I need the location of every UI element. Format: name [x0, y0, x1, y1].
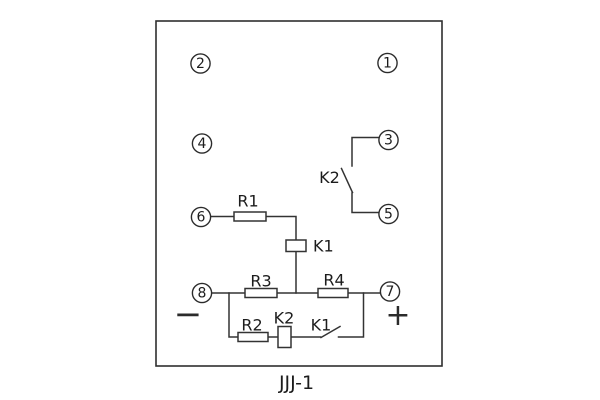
- wire-k1-contact-to-right-drop: [337, 292, 365, 338]
- label-r2: R2: [241, 316, 262, 335]
- k1-contact-blade: [319, 325, 342, 339]
- coil-k2: [277, 325, 292, 349]
- wire-k2-contact-to-terminal5: [351, 192, 380, 214]
- resistor-r4: [317, 287, 349, 299]
- terminal-5-circle: [378, 203, 399, 225]
- terminal-6: 6: [190, 206, 212, 228]
- terminal-5: 5: [378, 203, 399, 225]
- label-k2-coil: K2: [274, 309, 295, 328]
- terminal-1: 1: [377, 52, 398, 74]
- terminal-7: 7: [379, 281, 401, 302]
- terminal-4: 4: [191, 133, 213, 154]
- terminal-2-number: 2: [196, 56, 205, 72]
- wire-left-drop-to-r2: [228, 292, 239, 338]
- terminal-7-circle: [379, 281, 401, 302]
- label-r4: R4: [323, 271, 344, 290]
- terminal-3-number: 3: [384, 133, 393, 149]
- coil-k1: [285, 239, 307, 253]
- wire-r1-to-k1-coil: [265, 215, 297, 241]
- terminal-5-number: 5: [384, 207, 393, 223]
- resistor-r1: [233, 211, 267, 222]
- terminal-4-circle: [191, 133, 213, 154]
- terminal-6-circle: [190, 206, 212, 228]
- terminal-6-number: 6: [197, 210, 206, 226]
- label-k1-coil: K1: [313, 237, 334, 256]
- terminal-3-circle: [378, 129, 399, 151]
- terminal-7-number: 7: [386, 284, 395, 300]
- label-r3: R3: [250, 272, 271, 291]
- terminal-4-number: 4: [198, 136, 207, 152]
- schematic-caption: JJJ-1: [278, 372, 314, 394]
- terminal-8: 8: [191, 282, 213, 304]
- terminal-1-circle: [377, 52, 398, 74]
- polarity-positive: +: [385, 298, 410, 333]
- label-k2-contact: K2: [319, 168, 340, 187]
- resistor-r3: [244, 287, 278, 299]
- terminal-1-number: 1: [383, 56, 392, 72]
- terminal-8-number: 8: [198, 286, 207, 302]
- terminal-8-circle: [191, 282, 213, 304]
- terminal-3: 3: [378, 129, 399, 151]
- terminal-2: 2: [190, 53, 211, 74]
- label-k1-contact: K1: [311, 316, 332, 335]
- label-r1: R1: [237, 192, 258, 211]
- wire-terminal3-to-k2-contact: [351, 136, 380, 167]
- schematic-border: [155, 20, 443, 367]
- terminal-2-circle: [190, 53, 211, 74]
- k2-contact-blade: [340, 167, 354, 194]
- resistor-r2: [237, 331, 269, 343]
